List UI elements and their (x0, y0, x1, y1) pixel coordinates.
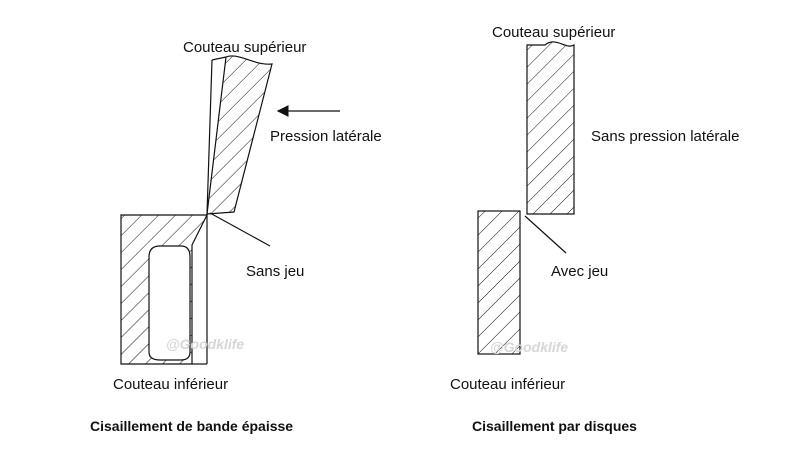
right-watermark: @Goodklife (490, 339, 568, 355)
right-gap-label: Avec jeu (551, 263, 608, 280)
left-gap-leader-line (209, 212, 271, 247)
right-upper-knife-label: Couteau supérieur (492, 24, 615, 41)
right-pressure-label: Sans pression latérale (591, 128, 739, 145)
left-lower-knife (120, 214, 208, 365)
left-lower-knife-label: Couteau inférieur (113, 376, 228, 393)
left-upper-knife-label: Couteau supérieur (183, 39, 306, 56)
left-caption: Cisaillement de bande épaisse (90, 418, 293, 434)
left-diagram: Couteau supérieur Pression latérale Sans… (90, 39, 382, 434)
right-caption: Cisaillement par disques (472, 418, 637, 434)
left-gap-label: Sans jeu (246, 263, 304, 280)
right-gap-leader-line (524, 215, 567, 254)
right-diagram: Couteau supérieur Sans pression latérale… (450, 24, 739, 434)
right-upper-knife (526, 41, 575, 215)
left-watermark: @Goodklife (166, 336, 244, 352)
right-lower-knife-label: Couteau inférieur (450, 376, 565, 393)
left-pressure-label: Pression latérale (270, 128, 382, 145)
right-lower-knife (477, 210, 521, 355)
left-upper-knife (206, 55, 273, 215)
